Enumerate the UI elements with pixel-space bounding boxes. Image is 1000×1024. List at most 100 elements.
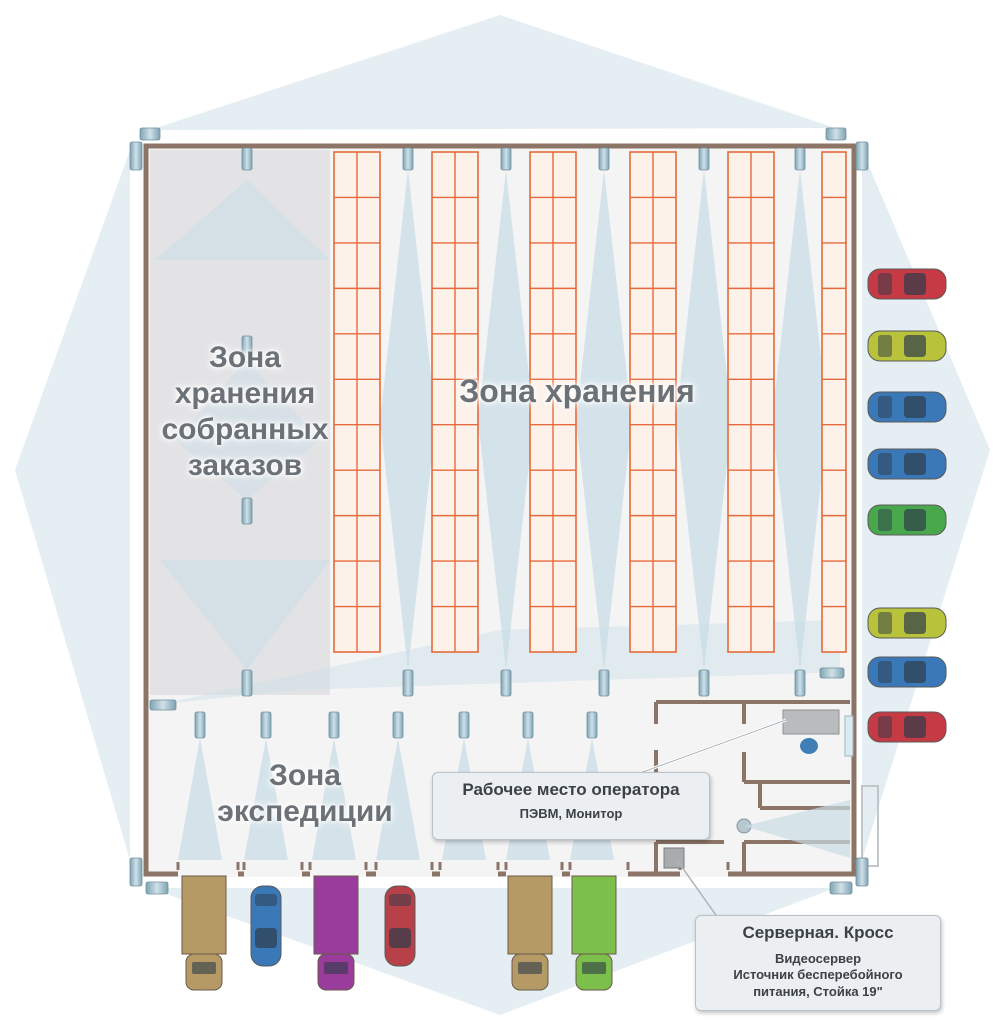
orders-coverage-cone xyxy=(155,180,330,260)
storage-racks xyxy=(333,151,847,653)
expedition-coverage-cone xyxy=(244,738,288,860)
expedition-coverage-cone xyxy=(178,738,222,860)
camera-icon xyxy=(194,711,206,739)
camera-icon xyxy=(129,141,143,171)
camera-icon xyxy=(458,711,470,739)
camera-icon xyxy=(500,147,512,171)
truck-trailer xyxy=(507,875,553,955)
truck-trailer xyxy=(181,875,227,955)
operator-desk xyxy=(782,709,840,735)
camera-icon xyxy=(149,699,177,711)
camera-icon xyxy=(328,711,340,739)
rack-frame xyxy=(821,151,847,653)
storage-rack xyxy=(821,151,847,653)
car-rear-window xyxy=(878,661,892,683)
truck-windshield xyxy=(582,962,606,974)
car-windshield xyxy=(904,661,926,683)
car-icon xyxy=(867,504,947,536)
operator-callout: Рабочее место оператора ПЭВМ, Монитор xyxy=(432,772,710,840)
truck-icon xyxy=(313,875,359,991)
car-windshield xyxy=(255,928,277,948)
orders-coverage-cone xyxy=(175,360,320,500)
camera-icon xyxy=(819,667,845,679)
dome-camera-coverage xyxy=(744,800,850,858)
camera-icon xyxy=(598,669,610,697)
zone-expedition-line: экспедиции xyxy=(217,795,393,828)
camera-icon xyxy=(241,669,253,697)
car-icon xyxy=(867,391,947,423)
operator-chair xyxy=(800,738,818,754)
storage-rack xyxy=(431,151,479,653)
storage-rack xyxy=(629,151,677,653)
car-icon xyxy=(867,268,947,300)
camera-icon xyxy=(241,147,253,171)
camera-markers xyxy=(129,127,869,895)
server-callout-line: Видеосервер xyxy=(774,951,862,966)
car-icon xyxy=(867,448,947,480)
car-icon xyxy=(867,330,947,362)
truck-icon xyxy=(507,875,553,991)
camera-icon xyxy=(145,881,169,895)
camera-icon xyxy=(500,669,512,697)
camera-icon xyxy=(241,335,253,363)
outer-wall xyxy=(143,143,857,877)
car-windshield xyxy=(904,335,926,357)
server-leader-line xyxy=(676,859,719,919)
server-callout: Серверная. Кросс Видеосервер Источник бе… xyxy=(695,915,941,1011)
car-windshield xyxy=(904,396,926,418)
truck-trailer xyxy=(571,875,617,955)
car-rear-window xyxy=(878,453,892,475)
truck-windshield xyxy=(192,962,216,974)
car-rear-window xyxy=(878,716,892,738)
camera-icon xyxy=(522,711,534,739)
camera-icon xyxy=(260,711,272,739)
camera-icon xyxy=(598,147,610,171)
car-windshield xyxy=(389,928,411,948)
truck-icon xyxy=(181,875,227,991)
zone-orders-line: заказов xyxy=(187,449,303,482)
operator-callout-subtitle: ПЭВМ, Монитор xyxy=(519,806,623,821)
truck-trailer xyxy=(313,875,359,955)
storage-rack xyxy=(727,151,775,653)
storage-rack xyxy=(529,151,577,653)
car-windshield xyxy=(904,716,926,738)
expedition-coverage-cone xyxy=(312,738,356,860)
zone-expedition-label: Зона экспедиции xyxy=(195,758,415,830)
camera-icon xyxy=(794,147,806,171)
camera-icon xyxy=(698,669,710,697)
camera-icon xyxy=(794,669,806,697)
parked-cars xyxy=(867,268,947,743)
car-windshield xyxy=(904,509,926,531)
camera-icon xyxy=(139,127,161,141)
car-rear-window xyxy=(878,335,892,357)
camera-icon xyxy=(855,141,869,171)
expedition-coverage-cone xyxy=(376,738,420,860)
aisle-coverage-cone xyxy=(380,170,436,670)
car-icon xyxy=(250,885,282,967)
car-windshield xyxy=(904,273,926,295)
camera-icon xyxy=(855,857,869,887)
car-icon xyxy=(867,607,947,639)
zone-orders-line: собранных xyxy=(161,413,329,446)
storage-rack xyxy=(333,151,381,653)
camera-icon xyxy=(825,127,847,141)
car-rear-window xyxy=(878,396,892,418)
car-rear-window xyxy=(878,612,892,634)
camera-icon xyxy=(129,857,143,887)
camera-icon xyxy=(698,147,710,171)
zone-orders-label: Зона хранения собранных заказов xyxy=(140,340,350,484)
aisle-coverage-cone xyxy=(576,170,632,670)
aisle-coverage-cone xyxy=(772,170,828,670)
aisle-coverage-cone xyxy=(478,170,534,670)
camera-icon xyxy=(392,711,404,739)
operator-callout-title: Рабочее место оператора xyxy=(462,780,680,799)
truck-windshield xyxy=(518,962,542,974)
car-rear-window xyxy=(255,894,277,906)
zone-orders-line: хранения xyxy=(174,377,316,410)
aisle-coverage-cone xyxy=(676,170,732,670)
camera-icon xyxy=(402,669,414,697)
zone-storage-text: Зона хранения xyxy=(459,373,695,409)
orders-coverage-cone xyxy=(160,560,330,670)
car-windshield xyxy=(904,453,926,475)
